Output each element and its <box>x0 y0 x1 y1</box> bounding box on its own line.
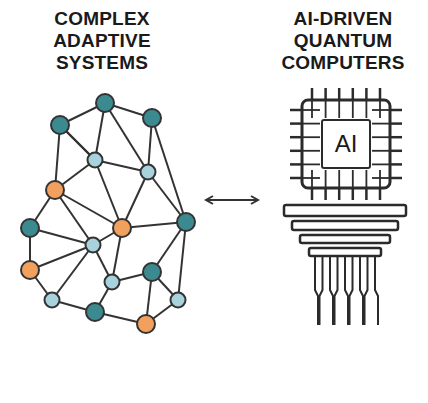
section-heading: AI-DRIVEN QUANTUM COMPUTERS <box>262 8 424 74</box>
chip-symbol <box>290 88 402 200</box>
quantum-chandelier <box>284 205 406 325</box>
section-heading: COMPLEX ADAPTIVE SYSTEMS <box>8 8 196 74</box>
network-links <box>30 103 186 324</box>
double-arrow <box>206 199 258 201</box>
network-nodes <box>21 94 195 333</box>
node-text: AI <box>335 130 358 158</box>
ai-core-box: AI <box>321 119 371 169</box>
